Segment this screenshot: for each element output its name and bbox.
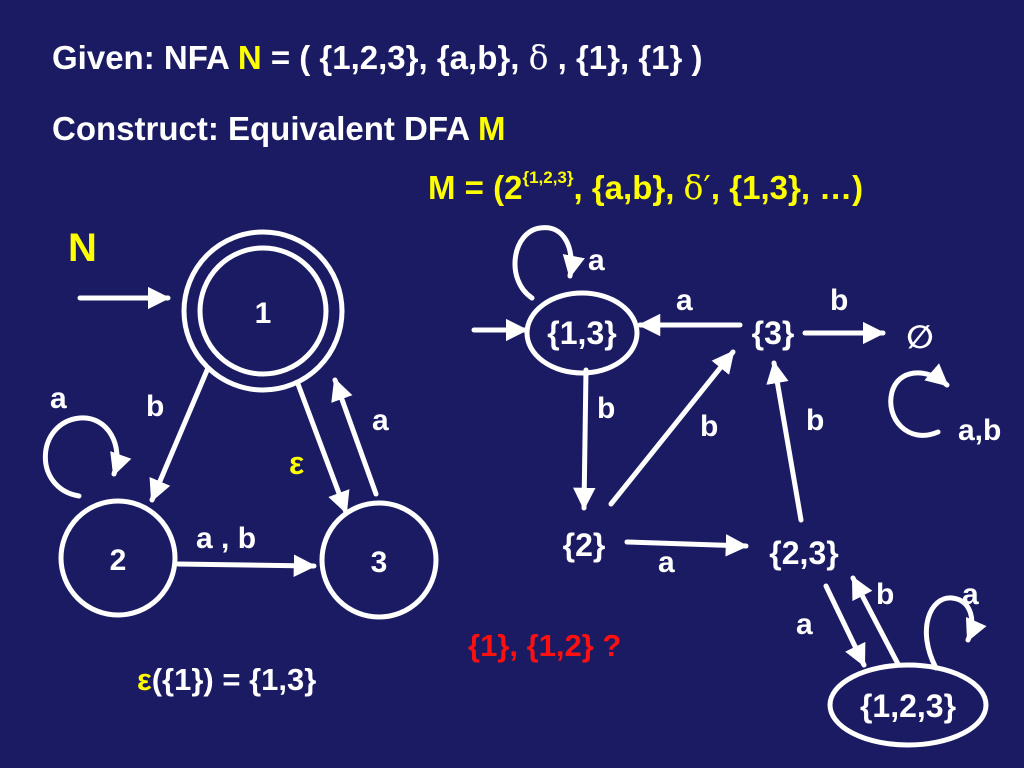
delta-prime-symbol: δ′ bbox=[683, 168, 711, 207]
nfa-name: N bbox=[237, 39, 262, 76]
given-tuple-open: = ( {1,2,3}, {a,b}, bbox=[270, 39, 520, 76]
dfa-state-2-label: {2} bbox=[563, 527, 606, 563]
nfa-state-3 bbox=[319, 500, 439, 620]
given-line: Given: NFA N = ( {1,2,3}, {a,b}, δ , {1}… bbox=[52, 38, 703, 77]
nfa-state-3-label: 3 bbox=[371, 546, 388, 579]
nfa-label-loop-2: a bbox=[50, 382, 67, 415]
nfa-loop-2 bbox=[42, 415, 132, 499]
construct-prefix: Construct: Equivalent DFA bbox=[52, 110, 469, 147]
dfa-state-13-label: {1,3} bbox=[547, 315, 616, 351]
nfa-edge-2-3 bbox=[175, 554, 317, 577]
dfa-label-edge-3-empty: b bbox=[830, 284, 848, 317]
nfa-state-2 bbox=[58, 498, 178, 618]
nfa-label-edge-1-3: ε bbox=[289, 445, 304, 481]
dfa-tuple-prefix: M = (2 bbox=[428, 169, 523, 206]
dfa-tuple: M = (2{1,2,3}, {a,b}, δ′, {1,3}, …) bbox=[428, 168, 863, 207]
dfa-label-edge-3-13: a bbox=[676, 284, 693, 317]
dfa-label-edge-23-3: b bbox=[806, 404, 824, 437]
dfa-loop-123 bbox=[923, 595, 987, 671]
dfa-label-edge-123-23: b bbox=[876, 578, 894, 611]
dfa-edge-23-123 bbox=[823, 583, 867, 668]
nfa-state-1-outer bbox=[181, 229, 345, 393]
dfa-label-edge-2-3: b bbox=[700, 410, 718, 443]
closure-rest: ({1}) = {1,3} bbox=[151, 662, 317, 697]
epsilon-closure: ε({1}) = {1,3} bbox=[137, 662, 316, 698]
dfa-edge-2-23 bbox=[624, 534, 749, 557]
dfa-label-loop-empty: a,b bbox=[958, 414, 1001, 447]
dfa-edge-123-23 bbox=[850, 575, 901, 667]
dfa-loop-13 bbox=[512, 225, 585, 301]
dfa-state-empty-label: ∅ bbox=[906, 318, 933, 356]
dfa-label-edge-13-2: b bbox=[597, 392, 615, 425]
construct-line: Construct: Equivalent DFA M bbox=[52, 110, 505, 148]
dfa-loop-empty bbox=[888, 363, 950, 438]
nfa-edge-1-2 bbox=[149, 365, 211, 503]
nfa-edge-3-1 bbox=[331, 377, 379, 497]
delta-symbol: δ bbox=[528, 38, 549, 77]
nfa-state-1-label: 1 bbox=[255, 297, 272, 330]
dfa-tuple-power: {1,2,3} bbox=[522, 168, 574, 187]
dfa-label-loop-123: a bbox=[962, 578, 979, 611]
dfa-edge-2-3 bbox=[608, 349, 736, 507]
given-prefix: Given: NFA bbox=[52, 39, 229, 76]
dfa-edge-23-3 bbox=[766, 360, 804, 523]
nfa-edge-1-3 bbox=[295, 381, 350, 515]
closure-epsilon: ε bbox=[137, 662, 152, 697]
dfa-state-123-label: {1,2,3} bbox=[860, 688, 956, 724]
nfa-label-edge-1-2: b bbox=[146, 390, 164, 423]
dfa-state-23-label: {2,3} bbox=[769, 535, 838, 571]
nfa-state-1-inner bbox=[197, 245, 329, 377]
dfa-label-edge-23-123: a bbox=[796, 608, 813, 641]
question-text: {1}, {1,2} ? bbox=[468, 628, 622, 663]
dfa-state-3-label: {3} bbox=[752, 315, 795, 351]
dfa-label-edge-2-23: a bbox=[658, 546, 675, 579]
nfa-state-2-label: 2 bbox=[110, 544, 127, 577]
dfa-tuple-suffix: , {1,3}, …) bbox=[710, 169, 864, 206]
nfa-title: N bbox=[68, 226, 97, 270]
nfa-label-edge-2-3: a , b bbox=[196, 522, 256, 555]
dfa-edge-13-2 bbox=[573, 367, 596, 511]
nfa-label-edge-3-1: a bbox=[372, 404, 389, 437]
dfa-state-123-ring bbox=[827, 662, 989, 748]
dfa-tuple-middle: , {a,b}, bbox=[573, 169, 675, 206]
dfa-label-loop-13: a bbox=[588, 244, 605, 277]
given-tuple-close: , {1}, {1} ) bbox=[557, 39, 703, 76]
dfa-name: M bbox=[477, 110, 506, 147]
